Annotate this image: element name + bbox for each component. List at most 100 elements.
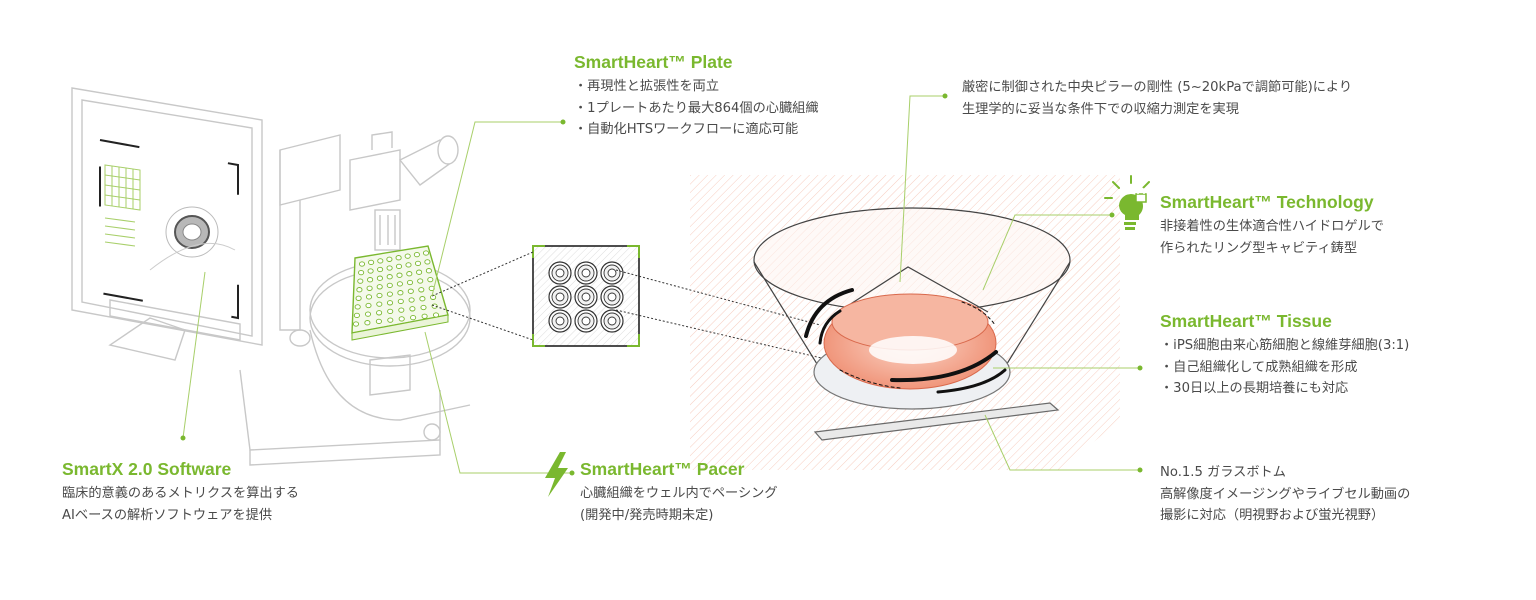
- plate-well: [358, 269, 365, 276]
- technology-line: 作られたリング型キャビティ鋳型: [1160, 240, 1358, 256]
- tissue-line: ・30日以上の長期培養にも対応: [1160, 381, 1349, 396]
- plate-well: [376, 284, 383, 290]
- plate-well: [407, 288, 414, 294]
- plate-well: [386, 291, 393, 297]
- pacer-title: SmartHeart™ Pacer: [580, 459, 745, 479]
- tissue-title: SmartHeart™ Tissue: [1160, 311, 1332, 331]
- glass-line: 高解像度イメージングやライブセル動画の: [1160, 486, 1411, 502]
- plate-well: [376, 301, 383, 307]
- plate-well: [432, 312, 440, 318]
- plate-well: [417, 278, 424, 284]
- zoom-well-ring: [581, 316, 591, 326]
- callout-lines: [182, 95, 1140, 474]
- plate-well: [358, 261, 366, 267]
- plate-well: [352, 321, 360, 327]
- zoom-well-ring: [607, 316, 617, 326]
- tissue-ring: [823, 293, 997, 390]
- plate-well: [386, 274, 393, 280]
- plate-well: [386, 256, 393, 262]
- plate-well: [409, 306, 416, 312]
- glass-bottom-callout: No.1.5 ガラスボトム 高解像度イメージングやライブセル動画の 撮影に対応（…: [1160, 462, 1410, 527]
- plate-well: [396, 281, 403, 287]
- stiffness-callout: 厳密に制御された中央ピラーの剛性 (5~20kPaで調節可能)により 生理学的に…: [962, 77, 1352, 120]
- plate-well: [376, 310, 383, 316]
- stiffness-line: 生理学的に妥当な条件下での収縮力測定を実現: [962, 101, 1239, 117]
- plate-well: [414, 260, 422, 267]
- plate-well: [387, 308, 394, 315]
- plate-well: [410, 314, 417, 321]
- plate-well: [364, 311, 372, 317]
- plate-well: [413, 251, 420, 258]
- plate-well: [424, 259, 431, 265]
- plate-well: [396, 272, 403, 278]
- software-callout: SmartX 2.0 Software 臨床的意義のあるメトリクスを算出する A…: [62, 458, 299, 526]
- plate-well: [404, 253, 411, 259]
- plate-well: [405, 262, 412, 268]
- plate-well: [397, 290, 404, 296]
- glass-line: 撮影に対応（明視野および蛍光視野）: [1160, 508, 1385, 523]
- plate-well: [355, 295, 362, 301]
- software-line: 臨床的意義のあるメトリクスを算出する: [62, 486, 299, 501]
- plate-well: [354, 304, 361, 310]
- glass-bottom: [813, 402, 1060, 441]
- tissue-line: ・自己組織化して成熟組織を形成: [1160, 359, 1358, 375]
- plate-line: ・再現性と拡張性を両立: [574, 79, 720, 94]
- tissue-line: ・iPS細胞由来心筋細胞と線維芽細胞(3:1): [1160, 338, 1410, 353]
- plate-well: [397, 298, 404, 305]
- plate-well: [406, 271, 413, 277]
- plate-well: [367, 277, 374, 283]
- technology-title: SmartHeart™ Technology: [1160, 192, 1374, 212]
- plate-well: [375, 318, 382, 325]
- tissue-callout: SmartHeart™ Tissue ・iPS細胞由来心筋細胞と線維芽細胞(3:…: [1160, 310, 1409, 400]
- monitor-well-image: [149, 206, 236, 271]
- plate-well: [421, 313, 428, 319]
- plate-well: [377, 266, 384, 273]
- zoom-well-ring: [607, 292, 617, 302]
- plate-well: [386, 282, 393, 289]
- plate-well: [364, 320, 371, 326]
- zoom-well-ring: [555, 292, 565, 302]
- pacer-line: (開発中/発売時期未定): [580, 507, 714, 523]
- plate-well: [422, 250, 430, 256]
- plate-well: [357, 278, 364, 284]
- monitor-screen-content: [104, 164, 141, 247]
- plate-well: [416, 269, 423, 275]
- plate-title: SmartHeart™ Plate: [574, 52, 733, 72]
- well-plate: [351, 245, 449, 341]
- plate-well: [356, 287, 363, 293]
- plate-wells: [352, 250, 440, 327]
- plate-well: [366, 285, 373, 291]
- plate-line: ・1プレートあたり最大864個の心臓組織: [574, 100, 819, 116]
- pacer-electrodes: [804, 288, 1007, 394]
- plate-well: [425, 268, 432, 274]
- plate-well: [368, 259, 375, 266]
- plate-well: [376, 275, 383, 281]
- plate-well: [420, 304, 427, 311]
- plate-well: [395, 263, 403, 270]
- lightbulb-lock-icon: [1104, 175, 1150, 230]
- plate-callout: SmartHeart™ Plate ・再現性と拡張性を両立 ・1プレートあたり最…: [574, 51, 819, 141]
- plate-line: ・自動化HTSワークフローに適応可能: [574, 122, 799, 137]
- monitor: [71, 87, 263, 361]
- zoom-well-ring: [555, 316, 565, 326]
- plate-well: [406, 279, 414, 286]
- software-title: SmartX 2.0 Software: [62, 459, 232, 479]
- callout-dots: [180, 93, 1143, 476]
- pacer-callout: SmartHeart™ Pacer 心臓組織をウェル内でペーシング (開発中/発…: [580, 458, 778, 526]
- zoomed-wells: [548, 261, 624, 333]
- plate-well: [427, 276, 434, 283]
- plate-well: [408, 297, 415, 303]
- plate-well: [376, 292, 383, 299]
- zoom-well-ring: [581, 292, 591, 302]
- plate-well: [398, 307, 405, 313]
- technology-callout: SmartHeart™ Technology 非接着性の生体適合性ハイドロゲルで…: [1160, 191, 1384, 259]
- glass-line: No.1.5 ガラスボトム: [1160, 465, 1286, 480]
- pacer-line: 心臓組織をウェル内でペーシング: [580, 486, 778, 501]
- zoom-well-ring: [607, 268, 617, 278]
- plate-well: [377, 258, 384, 264]
- plate-well: [365, 294, 373, 300]
- plate-well: [398, 316, 405, 322]
- plate-well: [395, 255, 402, 261]
- software-line: AIベースの解析ソフトウェアを提供: [62, 507, 273, 523]
